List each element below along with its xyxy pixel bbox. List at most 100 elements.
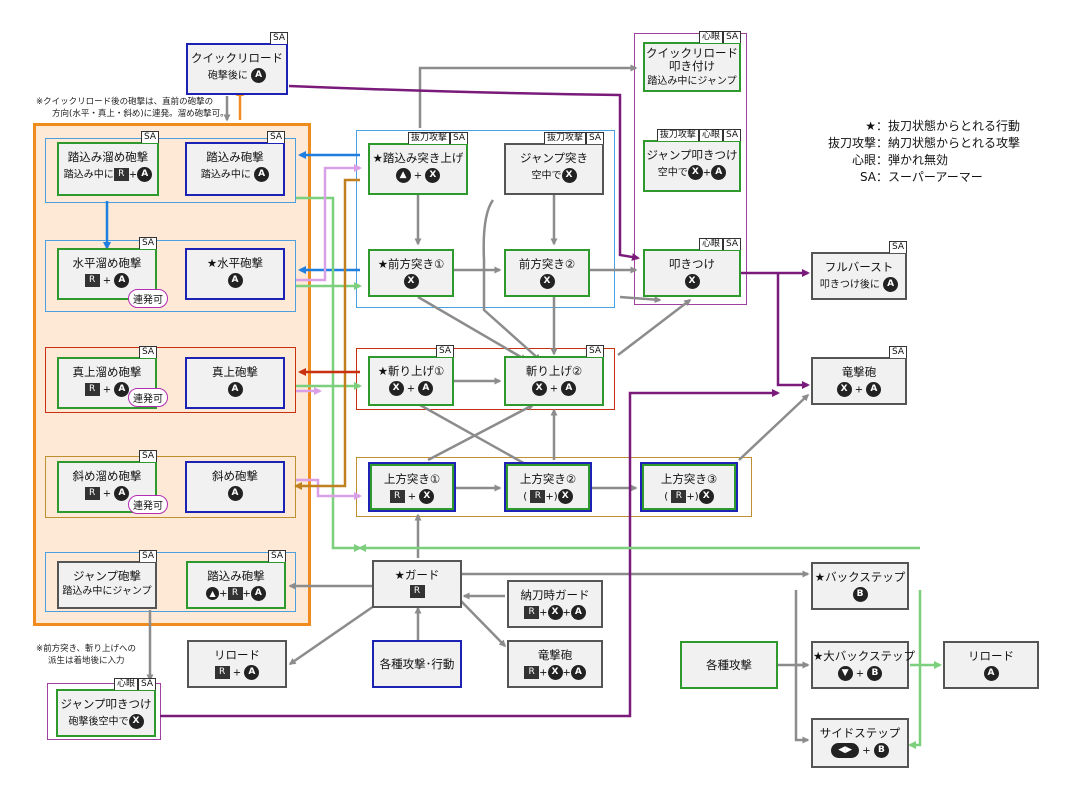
x-button-icon: X — [128, 714, 144, 730]
node-title: 踏込み砲撃 — [206, 150, 264, 164]
a-button-icon: A — [244, 665, 260, 681]
various-actions-node: 各種攻撃･行動 — [372, 640, 462, 688]
node-sub: R+X+A — [509, 605, 601, 621]
node-title: 竜撃砲 — [841, 365, 877, 379]
forward-thrust-1-node: ★前方突き① X — [368, 249, 454, 297]
a-button-icon: A — [227, 273, 243, 289]
node-sub: R + A — [59, 382, 155, 398]
node-sub: X — [506, 274, 588, 290]
horizontal-row-zone — [45, 240, 296, 312]
node-title: クイックリロード — [646, 46, 738, 60]
wyvern-fire-2-node: 竜撃砲 R+X+A — [507, 640, 603, 688]
node-title: 斜め溜め砲撃 — [72, 469, 142, 483]
x-button-icon: X — [547, 665, 563, 681]
a-button-icon: A — [711, 165, 727, 181]
various-attacks-node: 各種攻撃 — [680, 641, 778, 689]
up-thrust-3-node: 上方突き③ ( R+)X — [642, 464, 736, 510]
node-title: 上方突き③ — [660, 472, 718, 486]
node-sub: ◀▶ + B — [813, 743, 907, 759]
derive-note: ※前方突き、斬り上げへの派生は着地後に入力 — [36, 644, 137, 666]
sa-tag: SA — [269, 32, 288, 44]
node-sub: X + A — [506, 381, 602, 397]
node-sub: R + A — [189, 665, 285, 681]
node-sub: X — [645, 274, 739, 290]
node-sub: X + A — [370, 381, 452, 397]
reload-2-node: リロード A — [943, 641, 1039, 689]
node-title: リロード — [968, 649, 1014, 663]
a-button-icon: A — [137, 167, 153, 183]
sa-tag: SA — [138, 550, 157, 562]
node-sub: ( R+)X — [508, 489, 588, 505]
node-title: 真上砲撃 — [212, 365, 258, 379]
node-sub: 踏込み中に A — [187, 167, 283, 183]
r-button-icon: R — [84, 487, 100, 501]
horizontal-shell-node: ★水平砲撃 A — [185, 248, 285, 300]
node-title: 上方突き② — [519, 472, 577, 486]
up-thrust-2-node: 上方突き② ( R+)X — [506, 464, 590, 510]
x-button-icon: X — [836, 382, 852, 398]
a-button-icon: A — [251, 68, 267, 84]
r-button-icon: R — [524, 606, 540, 620]
b-button-icon: B — [852, 587, 868, 603]
sa-tag: SA — [435, 345, 454, 357]
node-sub: 砲撃後に A — [188, 68, 286, 84]
r-button-icon: R — [214, 666, 230, 680]
x-button-icon: X — [539, 274, 555, 290]
x-button-icon: X — [531, 381, 547, 397]
forward-thrust-2-node: 前方突き② X — [504, 249, 590, 297]
sa-tag: SA — [585, 345, 604, 357]
node-sub: A — [187, 486, 283, 502]
node-sub: A — [945, 666, 1037, 682]
node-sub: 叩きつけ後に A — [813, 277, 905, 293]
a-button-icon: A — [561, 381, 577, 397]
x-button-icon: X — [698, 489, 714, 505]
up-arrow-icon: ▲ — [206, 587, 220, 601]
stomp-shell-node: SA 踏込み砲撃 踏込み中に A — [185, 131, 285, 196]
node-sub: 踏込み中にジャンプ — [62, 586, 152, 598]
reload-node: リロード R + A — [187, 640, 287, 688]
node-title: ★大バックステップ — [813, 649, 915, 663]
r-button-icon: R — [530, 490, 546, 504]
node-title: 踏込み溜め砲撃 — [67, 150, 149, 164]
sa-tag: SA — [138, 346, 157, 358]
a-button-icon: A — [254, 167, 270, 183]
a-button-icon: A — [250, 586, 266, 602]
node-title: ★水平砲撃 — [206, 256, 264, 270]
upward-shell-node: 真上砲撃 A — [185, 357, 285, 409]
x-button-icon: X — [425, 168, 441, 184]
node-sub: ( R+)X — [644, 489, 734, 505]
node-title: 各種攻撃･行動 — [379, 657, 455, 671]
r-button-icon: R — [84, 383, 100, 397]
sheathed-guard-node: 納刀時ガード R+X+A — [507, 580, 603, 628]
guard-node: ★ガード R — [372, 560, 462, 608]
legend-sa: SA：スーパーアーマー — [859, 170, 983, 184]
sa-tag: SA — [888, 346, 907, 358]
a-button-icon: A — [570, 665, 586, 681]
backstep-node: ★バックステップ B — [811, 562, 909, 610]
node-title: 各種攻撃 — [706, 658, 752, 672]
full-burst-node: SA フルバースト 叩きつけ後に A — [811, 241, 907, 300]
r-button-icon: R — [389, 490, 405, 504]
legend: ★：抜刀状態からとれる行動 抜刀攻撃：納刀状態からとれる攻撃 心眼：弾かれ無効 … — [818, 118, 1020, 186]
rapid-fire-badge: 連発可 — [128, 495, 168, 514]
rising-slash-1-node: SA ★斬り上げ① X + A — [368, 345, 454, 406]
node-title: 上方突き① — [383, 472, 441, 486]
a-button-icon: A — [570, 605, 586, 621]
r-button-icon: R — [227, 587, 243, 601]
node-sub: R+X+A — [509, 665, 601, 681]
node-title: 真上溜め砲撃 — [72, 365, 142, 379]
b-button-icon: B — [867, 666, 883, 682]
node-title: ★バックステップ — [814, 570, 906, 584]
